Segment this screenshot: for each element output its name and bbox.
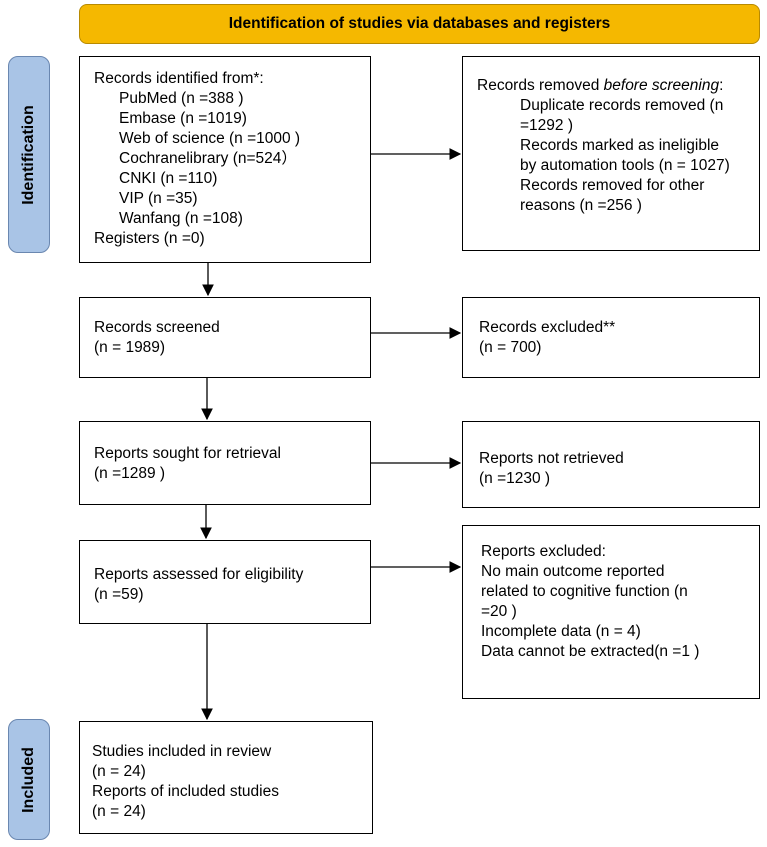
phase-identification: Identification bbox=[8, 56, 50, 253]
reports-excluded-line: Data cannot be extracted(n =1 ) bbox=[481, 643, 700, 660]
reports-sought-box: Reports sought for retrieval (n =1289 ) bbox=[79, 421, 371, 505]
removed-line: Records marked as ineligible bbox=[520, 137, 720, 154]
removed-heading-emphasis: before screening bbox=[603, 77, 720, 94]
studies-included-box: Studies included in review (n = 24) Repo… bbox=[79, 721, 373, 834]
source-pubmed: PubMed (n =388 ) bbox=[119, 90, 244, 107]
header-title: Identification of studies via databases … bbox=[228, 15, 611, 32]
reports-assessed-box: Reports assessed for eligibility (n =59) bbox=[79, 540, 371, 624]
included-reports-label: Reports of included studies bbox=[92, 783, 279, 800]
reports-excluded-line: =20 ) bbox=[481, 603, 517, 620]
reports-excluded-line: related to cognitive function (n bbox=[481, 583, 688, 600]
not-retrieved-count: (n =1230 ) bbox=[479, 470, 551, 487]
sought-label: Reports sought for retrieval bbox=[94, 445, 281, 462]
excluded-count: (n = 700) bbox=[479, 339, 542, 356]
removed-heading-suffix: : bbox=[719, 77, 724, 94]
header-banner: Identification of studies via databases … bbox=[79, 4, 760, 44]
removed-line: by automation tools (n = 1027) bbox=[520, 157, 730, 174]
sought-count: (n =1289 ) bbox=[94, 465, 166, 482]
records-identified-box: Records identified from*: PubMed (n =388… bbox=[79, 56, 371, 263]
reports-not-retrieved-box: Reports not retrieved (n =1230 ) bbox=[462, 421, 760, 508]
source-cnki: CNKI (n =110) bbox=[119, 170, 218, 187]
identified-heading: Records identified from*: bbox=[94, 70, 264, 87]
source-embase: Embase (n =1019) bbox=[119, 110, 247, 127]
source-web-of-science: Web of science (n =1000 ) bbox=[119, 130, 301, 147]
records-removed-box: Records removed before screening: Duplic… bbox=[462, 56, 760, 251]
removed-line: Duplicate records removed (n bbox=[520, 97, 724, 114]
source-cochrane: Cochranelibrary (n=524） bbox=[119, 150, 297, 167]
reports-excluded-heading: Reports excluded: bbox=[481, 543, 606, 560]
removed-heading-prefix: Records removed bbox=[477, 77, 604, 94]
reports-excluded-line: No main outcome reported bbox=[481, 563, 665, 580]
source-vip: VIP (n =35) bbox=[119, 190, 198, 207]
assessed-count: (n =59) bbox=[94, 586, 144, 603]
assessed-label: Reports assessed for eligibility bbox=[94, 566, 304, 583]
records-screened-box: Records screened (n = 1989) bbox=[79, 297, 371, 378]
reports-excluded-box: Reports excluded: No main outcome report… bbox=[462, 525, 760, 699]
removed-heading: Records removed before screening: bbox=[477, 76, 759, 96]
included-studies-label: Studies included in review bbox=[92, 743, 272, 760]
phase-included: Included bbox=[8, 719, 50, 840]
registers-count: Registers (n =0) bbox=[94, 230, 205, 247]
not-retrieved-label: Reports not retrieved bbox=[479, 450, 624, 467]
screened-count: (n = 1989) bbox=[94, 339, 166, 356]
removed-line: Records removed for other bbox=[520, 177, 705, 194]
excluded-label: Records excluded** bbox=[479, 319, 616, 336]
screened-label: Records screened bbox=[94, 319, 220, 336]
removed-line: =1292 ) bbox=[520, 117, 574, 134]
included-reports-count: (n = 24) bbox=[92, 803, 146, 820]
reports-excluded-line: Incomplete data (n = 4) bbox=[481, 623, 641, 640]
included-studies-count: (n = 24) bbox=[92, 763, 146, 780]
records-excluded-box: Records excluded** (n = 700) bbox=[462, 297, 760, 378]
removed-line: reasons (n =256 ) bbox=[520, 197, 642, 214]
source-wanfang: Wanfang (n =108) bbox=[119, 210, 243, 227]
